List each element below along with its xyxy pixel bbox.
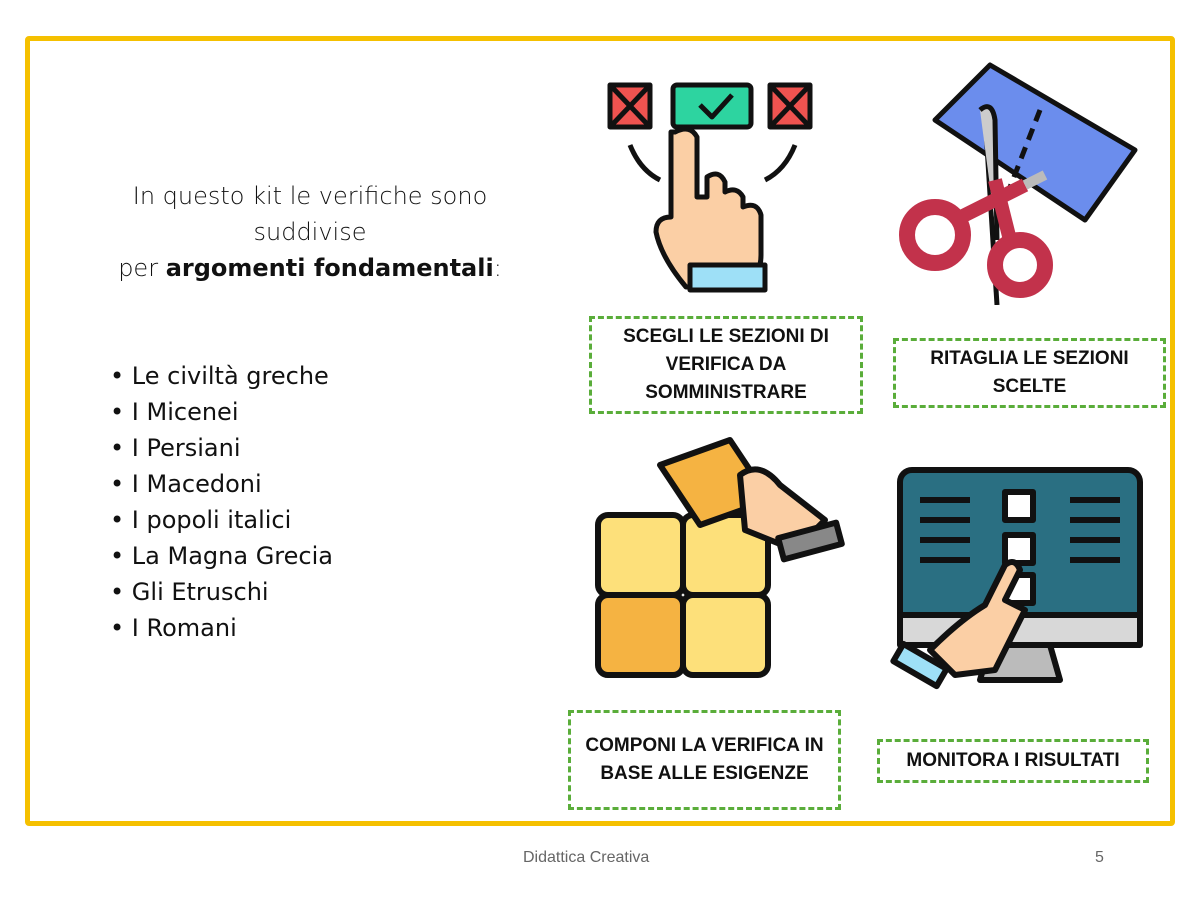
topic-list: Le civiltà greche I Micenei I Persiani I… [110,358,333,646]
footer-text: Didattica Creativa [523,849,650,866]
monitor-checklist-icon [890,467,1143,690]
intro-text: In questo kit le verifiche sono suddivis… [100,178,520,286]
page-number: 5 [1095,849,1104,866]
scissors-icon [899,62,1138,305]
list-item: La Magna Grecia [110,538,333,574]
list-item: Le civiltà greche [110,358,333,394]
step-box-monitor: MONITORA I RISULTATI [877,739,1149,783]
hand-select-icon [607,82,813,293]
list-item: I Macedoni [110,466,333,502]
list-item: I Micenei [110,394,333,430]
list-item: I Persiani [110,430,333,466]
intro-line2: per argomenti fondamentali: [118,254,502,282]
list-item: Gli Etruschi [110,574,333,610]
step-box-select: SCEGLI LE SEZIONI DI VERIFICA DA SOMMINI… [589,316,863,414]
list-item: I Romani [110,610,333,646]
step-box-cut: RITAGLIA LE SEZIONI SCELTE [893,338,1166,408]
list-item: I popoli italici [110,502,333,538]
intro-line1: In questo kit le verifiche sono suddivis… [132,182,488,246]
slide-frame [25,36,1175,826]
puzzle-icon [595,437,845,678]
step-box-compose: COMPONI LA VERIFICA IN BASE ALLE ESIGENZ… [568,710,841,810]
